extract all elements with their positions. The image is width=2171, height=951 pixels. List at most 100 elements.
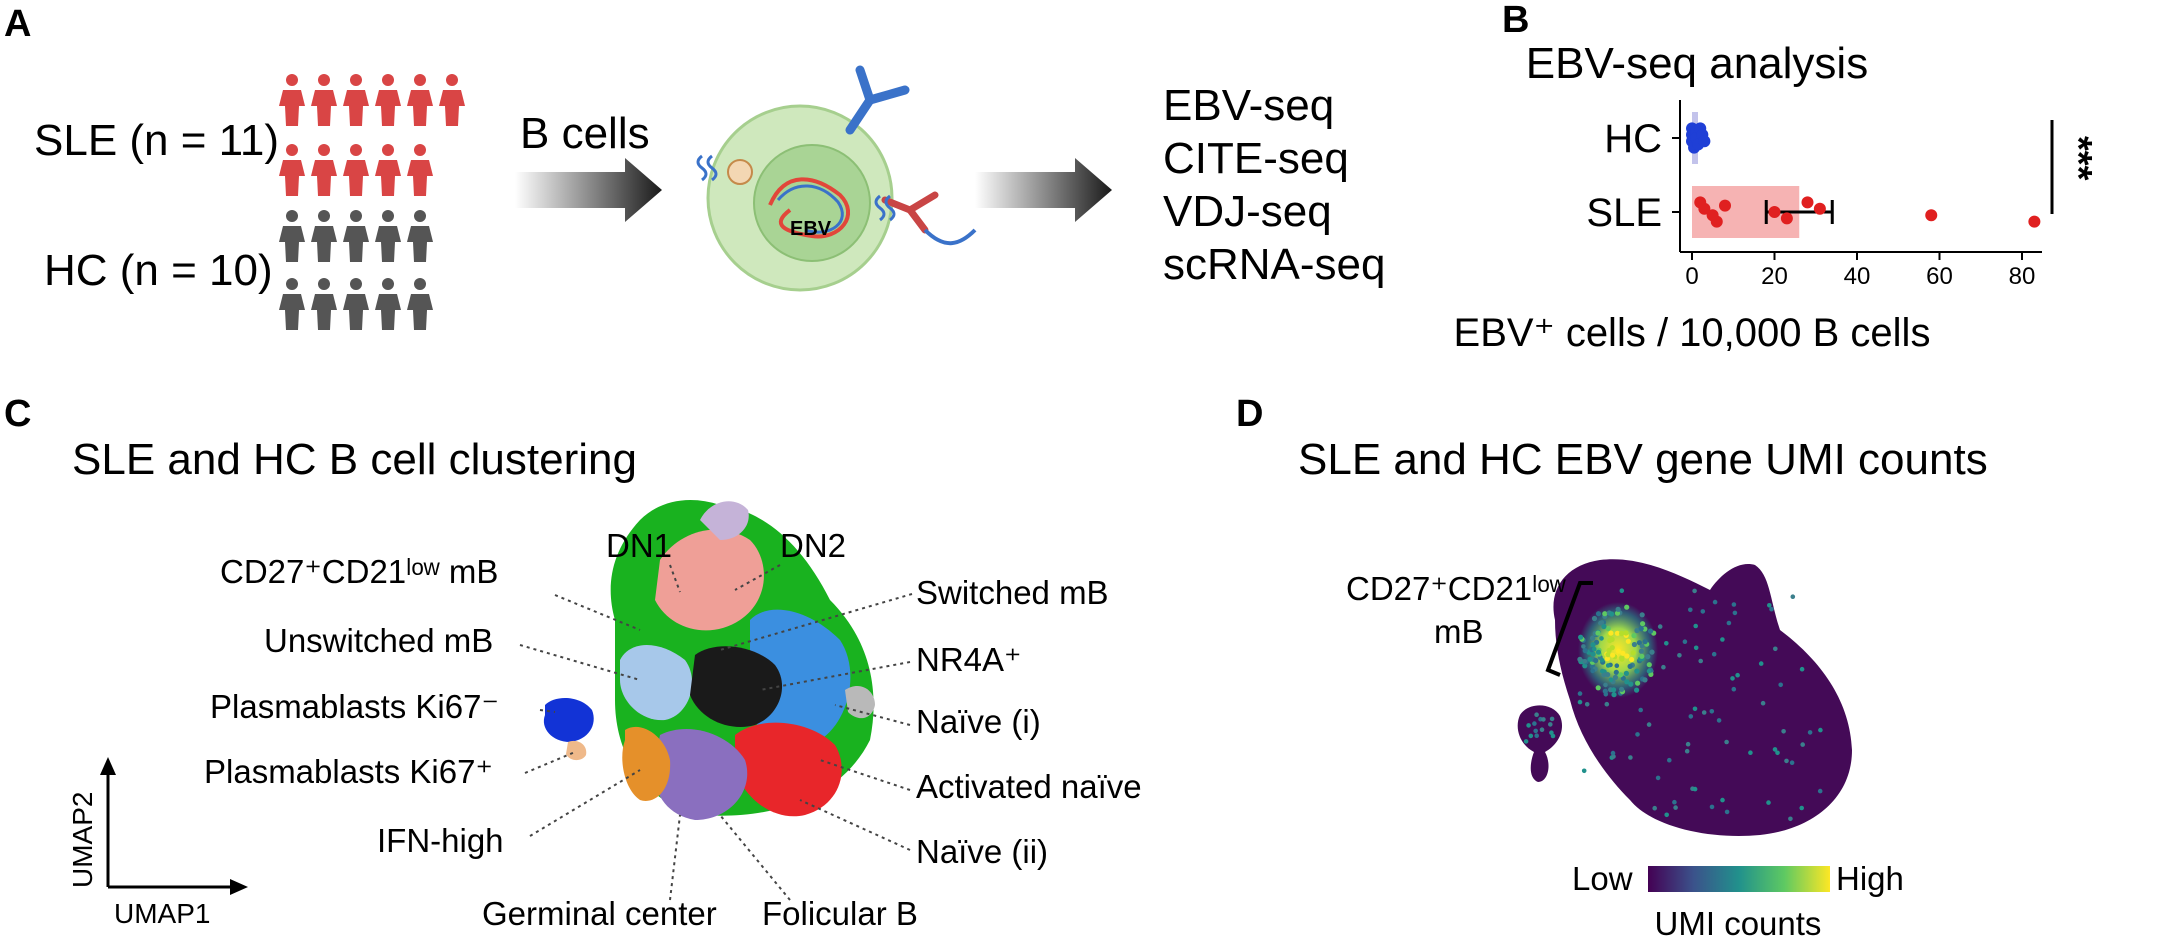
label-germinal-center: Germinal center	[482, 895, 717, 932]
method-item: EBV-seq	[1163, 81, 1334, 130]
umi-dot	[1541, 717, 1546, 722]
cluster-pink	[655, 529, 764, 631]
umi-dot	[1631, 633, 1637, 639]
umi-dot	[1628, 681, 1634, 687]
umi-dot	[1640, 621, 1646, 627]
label-unswitched-mb: Unswitched mB	[264, 622, 493, 659]
person-icon	[311, 278, 337, 330]
umap-title: SLE and HC B cell clustering	[72, 435, 637, 484]
person-icon	[343, 144, 369, 196]
umi-dot	[1577, 691, 1583, 696]
umi-dot	[1709, 804, 1715, 810]
data-point	[2028, 215, 2041, 228]
person-icon	[375, 74, 401, 126]
chart-title: EBV-seq analysis	[1526, 39, 1868, 88]
umi-dot	[1581, 768, 1587, 774]
umi-dot	[1604, 701, 1610, 707]
umi-dot	[1716, 718, 1722, 723]
label-dn2: DN2	[780, 527, 846, 564]
umi-dot	[1748, 750, 1753, 755]
umi-dot	[1611, 754, 1616, 759]
cluster-pb-orange	[566, 740, 587, 761]
umi-dot	[1700, 609, 1706, 614]
umi-dot	[1775, 750, 1780, 756]
umi-dot	[1655, 775, 1661, 781]
label-dn1: DN1	[606, 527, 672, 564]
umi-dot	[1685, 741, 1691, 747]
cluster-gray	[845, 685, 875, 719]
person-icon	[279, 74, 305, 126]
umi-dot	[1605, 652, 1611, 658]
umi-dot	[1584, 702, 1590, 707]
umi-dot	[1726, 620, 1732, 626]
umi-dot	[1601, 672, 1607, 678]
umi-dot	[1807, 730, 1813, 735]
umi-dot	[1634, 668, 1640, 674]
umi-dot	[1657, 624, 1663, 629]
x-tick-label: 60	[1926, 263, 1953, 290]
umi-dot	[1611, 687, 1617, 693]
label-naive-ii: Naïve (ii)	[916, 833, 1048, 870]
cluster-navy	[543, 698, 594, 742]
cluster-red	[735, 722, 842, 817]
label-cd27-cd21low-mb: CD27⁺CD21ˡᵒʷ mB	[220, 553, 498, 590]
umi-dot	[1582, 648, 1588, 654]
label-ifn-high: IFN-high	[377, 822, 504, 859]
data-point	[1698, 135, 1711, 148]
umi-dot	[1758, 661, 1764, 666]
x-tick-label: 40	[1844, 263, 1871, 290]
leader-lines	[519, 564, 913, 901]
umi-dot	[1773, 646, 1778, 652]
umi-dot	[1595, 685, 1601, 691]
data-point	[1801, 196, 1814, 209]
umi-dot	[1610, 750, 1616, 756]
umi-dot	[1577, 699, 1583, 705]
panel-letter-a: A	[4, 3, 31, 45]
label-plasmablasts-ki67-neg: Plasmablasts Ki67⁻	[210, 688, 499, 725]
umi-dot	[1712, 599, 1718, 605]
umi-dot	[1818, 727, 1823, 733]
umi-dot	[1769, 606, 1774, 612]
umi-dot	[1528, 733, 1534, 739]
umi-dot	[1639, 612, 1645, 618]
umi-dot	[1646, 722, 1652, 727]
umi-dot	[1627, 663, 1633, 670]
umi-dot	[1600, 668, 1605, 674]
umi-dot	[1760, 700, 1766, 706]
umi-dot	[1603, 682, 1608, 688]
umi-dot	[1610, 652, 1616, 658]
label-plasmablasts-ki67-pos: Plasmablasts Ki67⁺	[204, 753, 493, 790]
umi-dot	[1731, 686, 1737, 692]
umi-dot	[1720, 797, 1725, 803]
umi-dot	[1778, 682, 1783, 688]
bracket-label-line2: mB	[1434, 613, 1484, 650]
umi-dot	[1664, 812, 1669, 818]
label-naive-i: Naïve (i)	[916, 703, 1041, 740]
umi-dot	[1590, 651, 1596, 657]
umi-dot	[1603, 692, 1609, 697]
umi-dot	[1523, 739, 1529, 744]
umi-dot	[1615, 606, 1621, 612]
data-point	[1780, 212, 1793, 225]
cluster-lightblue	[620, 645, 693, 721]
bracket-label-line1: CD27⁺CD21ˡᵒʷ	[1346, 570, 1567, 607]
person-icon	[407, 144, 433, 196]
umi-dot	[1735, 672, 1740, 678]
cell-nucleus	[753, 144, 871, 262]
person-icon	[343, 74, 369, 126]
umi-dot	[1817, 788, 1823, 794]
umi-dot	[1649, 649, 1655, 655]
hc-people-icons	[279, 210, 433, 330]
x-tick-label: 80	[2009, 263, 2036, 290]
umi-dot	[1614, 610, 1621, 616]
sle-group-label: SLE (n = 11)	[34, 116, 279, 165]
arrow-to-methods	[975, 158, 1112, 222]
umi-dot	[1582, 663, 1588, 669]
umi-dot	[1645, 654, 1651, 660]
person-icon	[407, 210, 433, 262]
umi-dot	[1672, 799, 1677, 805]
umi-dot	[1593, 657, 1599, 664]
